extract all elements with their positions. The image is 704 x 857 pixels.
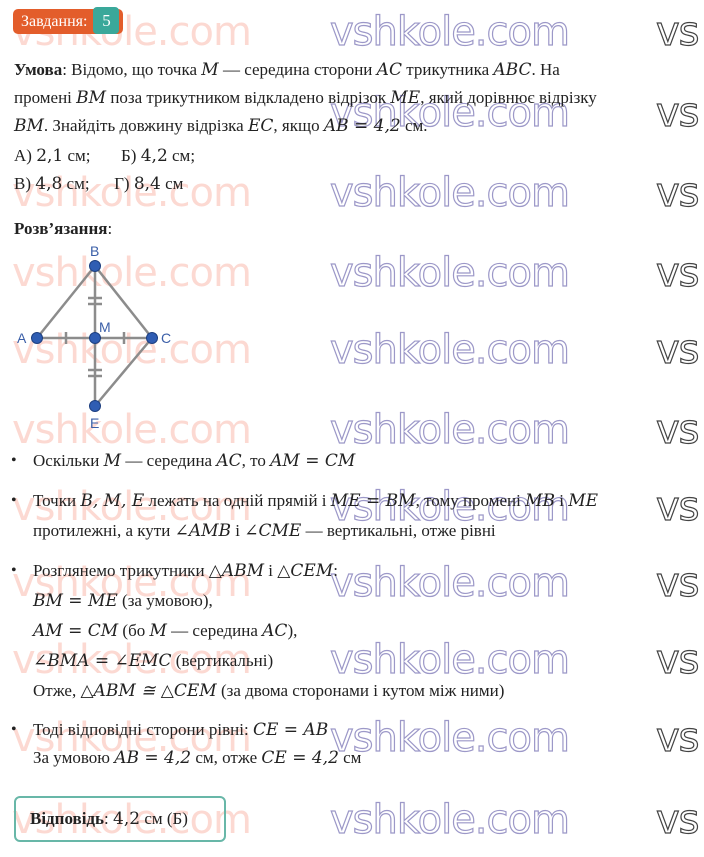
condition-label: Умова: [14, 60, 63, 79]
option-d: Г) 8,4 см: [114, 174, 184, 194]
point-e: [89, 400, 101, 412]
answer-value: 4,2: [113, 809, 141, 829]
point-b: [89, 260, 101, 272]
option-c: В) 4,8 см;: [14, 174, 90, 194]
step-2: Точки B, M, E лежать на одній прямій і M…: [0, 486, 700, 546]
label-e: E: [90, 415, 99, 431]
geometry-figure: A B C M E: [17, 243, 171, 431]
step-1: Оскільки M — середина AC, то AM = CM: [0, 446, 700, 476]
option-a: А) 2,1 см;: [14, 146, 91, 166]
task-number: 5: [93, 7, 120, 34]
step-3: Розглянемо трикутники △ABM і △CEM: BM = …: [0, 556, 700, 706]
answer-box: Відповідь: 4,2 см (Б): [14, 796, 226, 842]
option-b: Б) 4,2 см;: [121, 146, 196, 166]
step-4: Тоді відповідні сторони рівні: CE = AB З…: [0, 716, 700, 772]
answer-options: А) 2,1 см; Б) 4,2 см; В) 4,8 см; Г) 8,4 …: [14, 142, 694, 198]
task-badge: Завдання: 5: [13, 7, 124, 34]
condition: Умова: Відомо, що точка M — середина сто…: [14, 60, 597, 136]
solution-heading: Розв’язання:: [14, 219, 113, 238]
answer-label: Відповідь: [30, 809, 105, 828]
label-b: B: [90, 243, 99, 259]
solution-steps: Оскільки M — середина AC, то AM = CM Точ…: [0, 446, 700, 782]
label-a: A: [17, 330, 27, 346]
label-m: M: [99, 319, 111, 335]
point-a: [31, 332, 43, 344]
point-m: [89, 332, 101, 344]
label-c: C: [161, 330, 171, 346]
point-c: [146, 332, 158, 344]
task-label: Завдання:: [21, 12, 88, 30]
